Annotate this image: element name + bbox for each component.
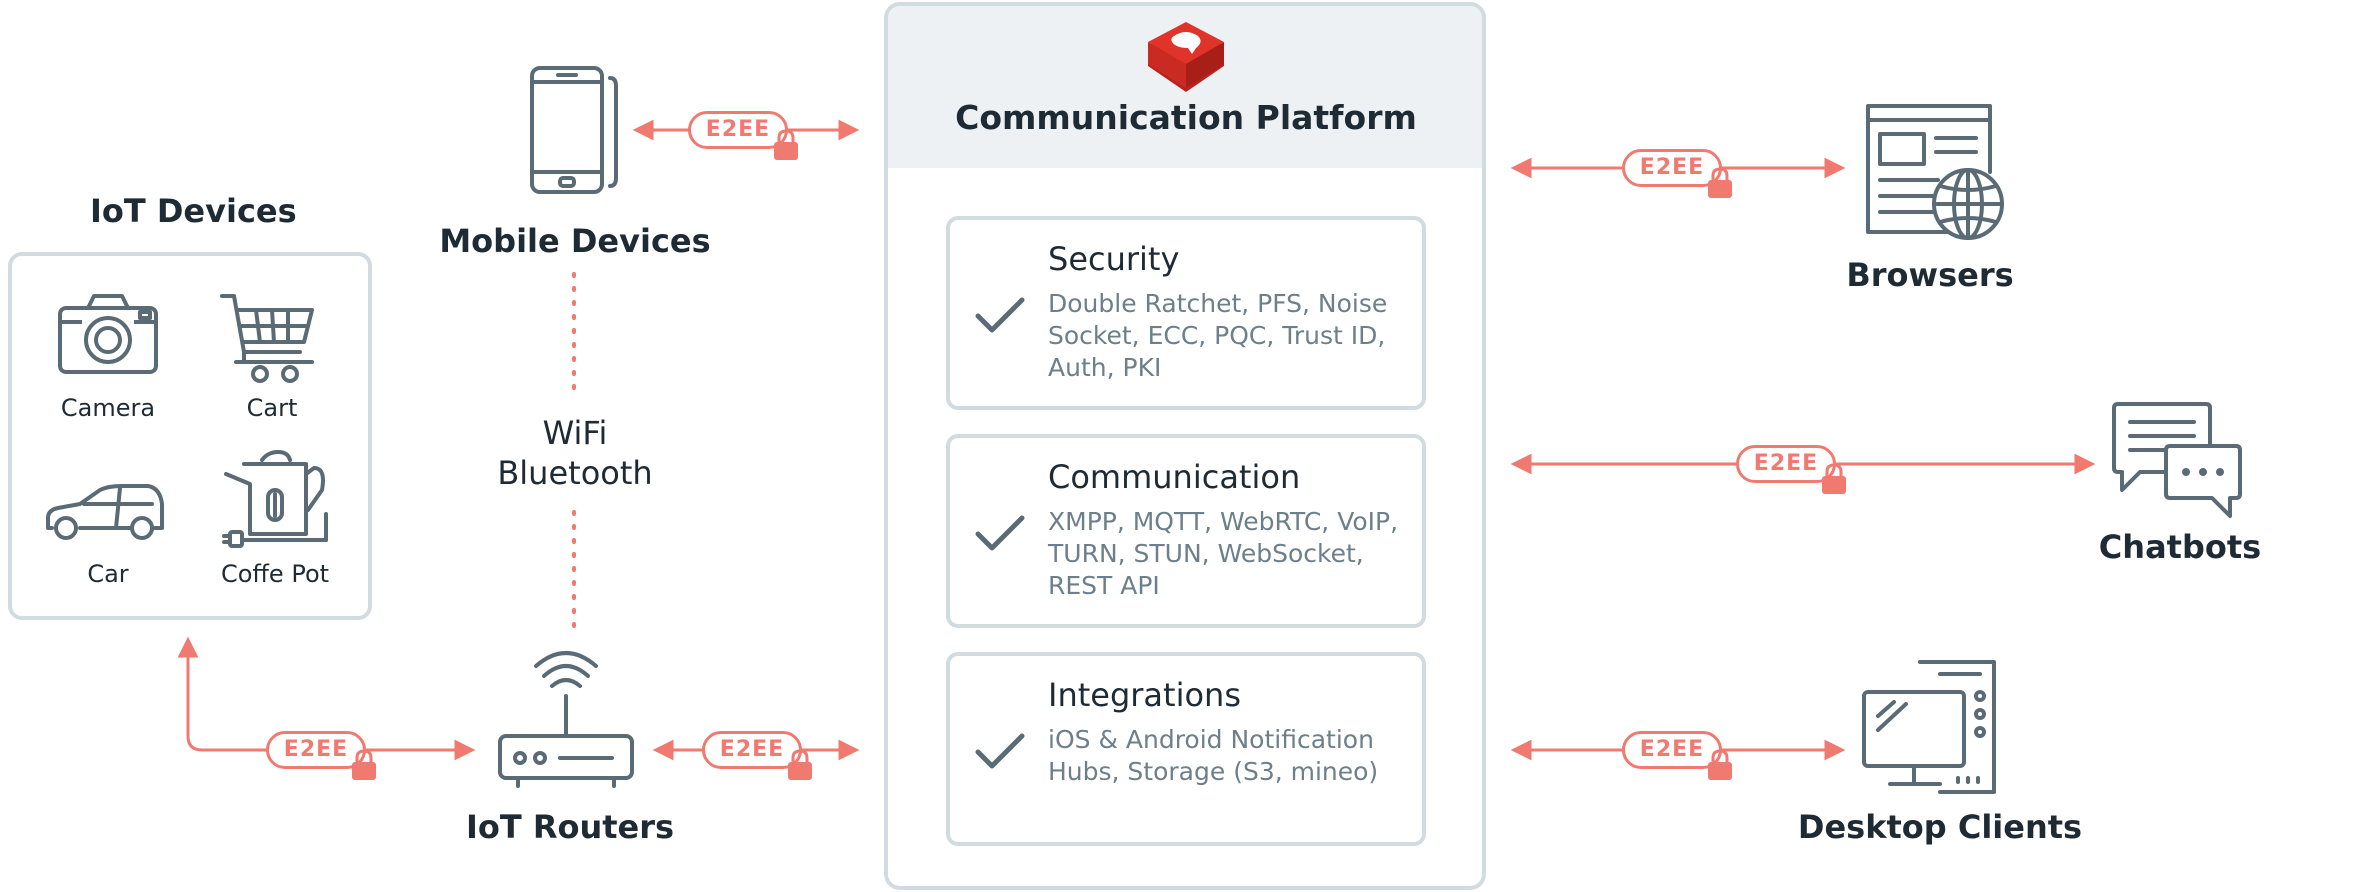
feature-title: Integrations	[1048, 676, 1241, 714]
feature-title: Communication	[1048, 458, 1301, 496]
platform-title: Communication Platform	[955, 98, 1417, 137]
camera-label: Camera	[60, 394, 156, 422]
car-label: Car	[87, 560, 129, 588]
browsers-label: Browsers	[1846, 256, 2014, 294]
iot-devices-title: IoT Devices	[90, 192, 297, 230]
lock-icon	[788, 749, 812, 780]
connectivity-wifi: WiFi	[542, 414, 608, 452]
chat-bubbles-icon	[2112, 402, 2242, 518]
checkmark-icon	[975, 297, 1025, 333]
lock-icon	[1822, 463, 1846, 494]
dotted-connector-bottom	[572, 510, 576, 630]
connectivity-bluetooth: Bluetooth	[497, 454, 653, 492]
iot-routers-label: IoT Routers	[465, 808, 675, 846]
feature-description: XMPP, MQTT, WebRTC, VoIP, TURN, STUN, We…	[1048, 507, 1399, 600]
feature-card-security: Security Double Ratchet, PFS, Noise Sock…	[946, 216, 1426, 410]
e2ee-badge-mobile: E2EE	[688, 111, 788, 149]
mobile-devices-label: Mobile Devices	[439, 222, 711, 260]
iot-devices-group	[8, 252, 372, 620]
chat-bubble-logo-icon	[1148, 22, 1224, 92]
communication-platform-panel: Communication Platform Security Double R…	[884, 2, 1486, 890]
lock-icon	[1708, 749, 1732, 780]
feature-card-integrations: Integrations iOS & Android Notification …	[946, 652, 1426, 846]
coffee-pot-label: Coffe Pot	[220, 560, 330, 588]
cart-icon	[220, 294, 314, 383]
browser-globe-icon	[1866, 104, 2004, 240]
camera-icon	[58, 294, 158, 374]
cart-label: Cart	[246, 394, 298, 422]
feature-description: Double Ratchet, PFS, Noise Socket, ECC, …	[1048, 289, 1388, 382]
lock-icon	[1708, 167, 1732, 198]
lock-icon	[352, 749, 376, 780]
checkmark-icon	[975, 515, 1025, 551]
feature-description: iOS & Android Notification Hubs, Storage…	[1048, 725, 1379, 786]
e2ee-badge-chatbots: E2EE	[1736, 445, 1836, 483]
desktop-clients-label: Desktop Clients	[1797, 808, 2083, 846]
e2ee-badge-desktop: E2EE	[1622, 731, 1722, 769]
router-icon	[498, 651, 634, 788]
e2ee-badge-browsers: E2EE	[1622, 149, 1722, 187]
coffee-pot-icon	[222, 450, 328, 548]
desktop-computer-icon	[1862, 660, 1996, 794]
feature-title: Security	[1048, 240, 1180, 278]
car-icon	[46, 484, 164, 540]
e2ee-badge-router-platform: E2EE	[702, 731, 802, 769]
smartphone-icon	[530, 66, 618, 194]
feature-card-communication: Communication XMPP, MQTT, WebRTC, VoIP, …	[946, 434, 1426, 628]
chatbots-label: Chatbots	[2098, 528, 2262, 566]
checkmark-icon	[975, 733, 1025, 769]
dotted-connector-top	[572, 272, 576, 398]
lock-icon	[774, 129, 798, 160]
